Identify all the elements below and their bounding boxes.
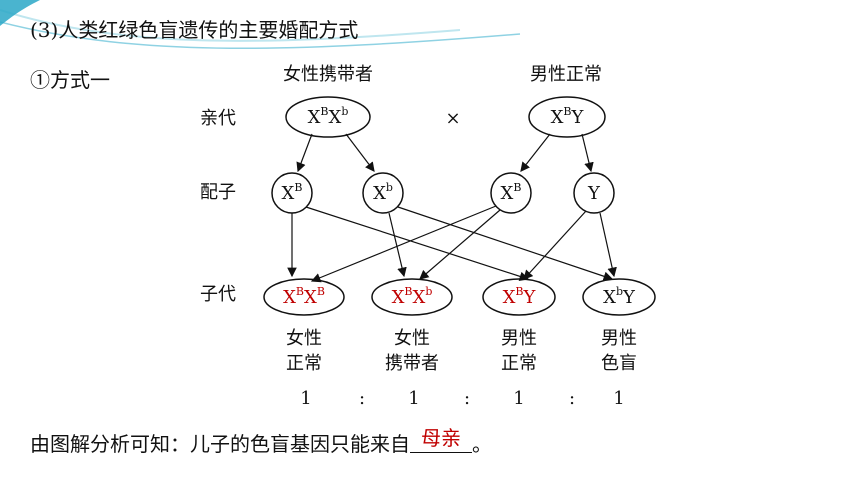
- arrow-gamete-m2-offspring-4: [599, 212, 617, 278]
- parent-female-node: [285, 96, 371, 138]
- generation-label-gametes: 配子: [200, 182, 236, 203]
- gamete-male-2-text: Y: [587, 183, 601, 204]
- cross-symbol: ×: [445, 108, 460, 129]
- offspring-phenotype-2-line1: 女性: [394, 328, 430, 349]
- offspring-phenotype-4-line1: 男性: [601, 328, 637, 349]
- offspring-phenotype-1-line2: 正常: [286, 353, 322, 374]
- gamete-male-1: [490, 172, 532, 214]
- gamete-female-2-text: Xb: [373, 181, 393, 204]
- method-label: ①方式一: [30, 68, 110, 92]
- parent-male-label: 男性正常: [530, 64, 602, 85]
- parent-female-genotype: XBXb: [308, 105, 349, 128]
- gamete-female-2: [362, 172, 404, 214]
- arrow-female-to-gamete-2: [345, 133, 375, 172]
- offspring-node-4: [582, 278, 656, 316]
- offspring-phenotype-3-line2: 正常: [501, 353, 537, 374]
- parent-female-label: 女性携带者: [283, 64, 373, 85]
- gamete-male-2: [573, 172, 615, 214]
- conclusion-end: 。: [472, 432, 492, 456]
- ratio-value-3: 1: [513, 388, 524, 409]
- offspring-genotype-4: XbY: [603, 285, 636, 308]
- gamete-female-1-text: XB: [282, 181, 303, 204]
- ratio-value-1: 1: [300, 388, 311, 409]
- arrow-gamete-m1-offspring-1: [310, 205, 497, 283]
- answer-text: 母亲: [421, 426, 461, 450]
- conclusion-text: 由图解分析可知：儿子的色盲基因只能来自: [30, 432, 410, 456]
- offspring-node-3: [482, 278, 556, 316]
- arrow-male-to-gamete-1: [520, 133, 551, 172]
- offspring-genotype-1: XBXB: [283, 285, 325, 308]
- offspring-genotype-2: XBXb: [392, 285, 433, 308]
- answer-blank: 母亲: [410, 426, 472, 453]
- offspring-phenotype-1-line1: 女性: [286, 328, 322, 349]
- arrow-gamete-f2-offspring-2: [388, 212, 407, 278]
- offspring-phenotype-3-line1: 男性: [501, 328, 537, 349]
- conclusion-sentence: 由图解分析可知：儿子的色盲基因只能来自母亲。: [30, 426, 492, 457]
- ratio-separator-3: :: [569, 388, 575, 409]
- gamete-male-1-text: XB: [501, 181, 522, 204]
- inheritance-diagram: 女性携带者 男性正常 亲代 配子 子代 × XBXb XBY XB Xb XB …: [200, 64, 656, 409]
- arrow-gamete-f1-offspring-3: [305, 206, 530, 281]
- header-decoration: [0, 0, 521, 50]
- offspring-node-2: [371, 278, 453, 316]
- arrow-gamete-f2-offspring-4: [397, 206, 614, 281]
- arrow-gamete-m2-offspring-3: [523, 210, 587, 280]
- ratio-separator-2: :: [464, 388, 470, 409]
- ratio-separator-1: :: [359, 388, 365, 409]
- ratio-value-4: 1: [613, 388, 624, 409]
- section-heading: (3)人类红绿色盲遗传的主要婚配方式: [30, 18, 359, 42]
- ratio-value-2: 1: [408, 388, 419, 409]
- generation-label-parents: 亲代: [200, 108, 236, 129]
- parent-male-node: [528, 96, 606, 138]
- offspring-genotype-3: XBY: [503, 285, 537, 308]
- offspring-node-1: [263, 278, 345, 316]
- arrow-male-to-gamete-2: [581, 133, 594, 173]
- parent-male-genotype: XBY: [551, 105, 585, 128]
- generation-label-offspring: 子代: [200, 284, 236, 305]
- arrow-female-to-gamete-1: [296, 133, 313, 173]
- offspring-phenotype-2-line2: 携带者: [385, 353, 439, 374]
- arrow-gamete-m1-offspring-2: [419, 209, 501, 280]
- offspring-phenotype-4-line2: 色盲: [601, 353, 637, 374]
